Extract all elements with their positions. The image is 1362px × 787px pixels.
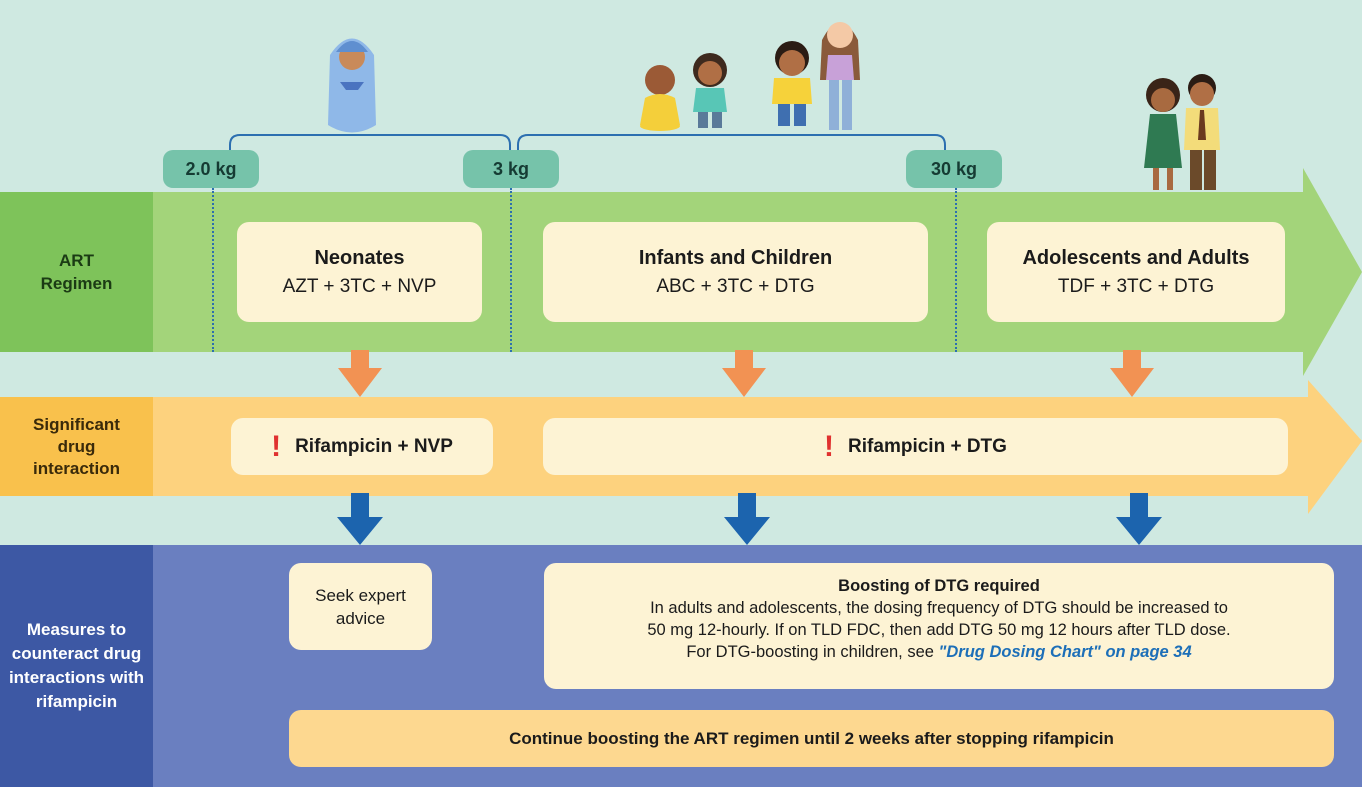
divider-3kg (510, 188, 512, 352)
weight-marker-30kg: 30 kg (906, 150, 1002, 188)
interaction-card-nvp: ! Rifampicin + NVP (231, 418, 493, 475)
divider-30kg (955, 188, 957, 352)
boosting-line-1: In adults and adolescents, the dosing fr… (650, 599, 1228, 617)
boy-illustration (772, 41, 812, 126)
weight-marker-3kg: 3 kg (463, 150, 559, 188)
drug-dosing-chart-link[interactable]: "Drug Dosing Chart" on page 34 (938, 643, 1192, 661)
row-label-measures: Measures to counteract drug interactions… (0, 545, 153, 787)
interaction-card-dtg: ! Rifampicin + DTG (543, 418, 1288, 475)
teen-illustration (820, 22, 860, 130)
down-arrow-blue-1 (337, 493, 383, 545)
swaddled-baby-illustration (328, 38, 376, 133)
regimen-card-neonates: Neonates AZT + 3TC + NVP (237, 222, 482, 322)
interaction-text: Rifampicin + DTG (848, 435, 1007, 457)
boosting-title: Boosting of DTG required (838, 577, 1040, 595)
regimen-drugs: ABC + 3TC + DTG (656, 275, 815, 297)
boosting-line-2: 50 mg 12-hourly. If on TLD FDC, then add… (647, 621, 1231, 639)
row-label-art-regimen: ART Regimen (0, 192, 153, 352)
regimen-drugs: TDF + 3TC + DTG (1057, 275, 1215, 297)
regimen-card-children: Infants and Children ABC + 3TC + DTG (543, 222, 928, 322)
row-label-interaction: Significant drug interaction (0, 397, 153, 496)
girl-illustration (693, 53, 727, 128)
regimen-title: Neonates (314, 246, 405, 269)
down-arrow-orange-3 (1110, 350, 1154, 397)
baby-illustration (640, 65, 680, 131)
down-arrow-orange-1 (338, 350, 382, 397)
regimen-title: Infants and Children (638, 246, 833, 269)
exclamation-icon: ! (824, 429, 835, 463)
regimen-drugs: AZT + 3TC + NVP (282, 275, 437, 297)
woman-illustration (1144, 78, 1182, 190)
boosting-line-3-text: For DTG-boosting in children, see (686, 643, 934, 661)
people-illustrations (229, 22, 1220, 190)
down-arrow-blue-2 (724, 493, 770, 545)
continue-boosting-card: Continue boosting the ART regimen until … (289, 710, 1334, 767)
man-illustration (1184, 74, 1220, 190)
boosting-line-3: For DTG-boosting in children, see "Drug … (554, 641, 1324, 663)
exclamation-icon: ! (271, 429, 282, 463)
down-arrow-blue-3 (1116, 493, 1162, 545)
weight-marker-2kg: 2.0 kg (163, 150, 259, 188)
regimen-card-adults: Adolescents and Adults TDF + 3TC + DTG (987, 222, 1285, 322)
seek-expert-advice-card: Seek expert advice (289, 563, 432, 650)
divider-2kg (212, 188, 214, 352)
interaction-text: Rifampicin + NVP (295, 435, 453, 457)
regimen-title: Adolescents and Adults (1022, 246, 1250, 269)
boosting-dtg-card: Boosting of DTG required In adults and a… (544, 563, 1334, 689)
down-arrow-orange-2 (722, 350, 766, 397)
